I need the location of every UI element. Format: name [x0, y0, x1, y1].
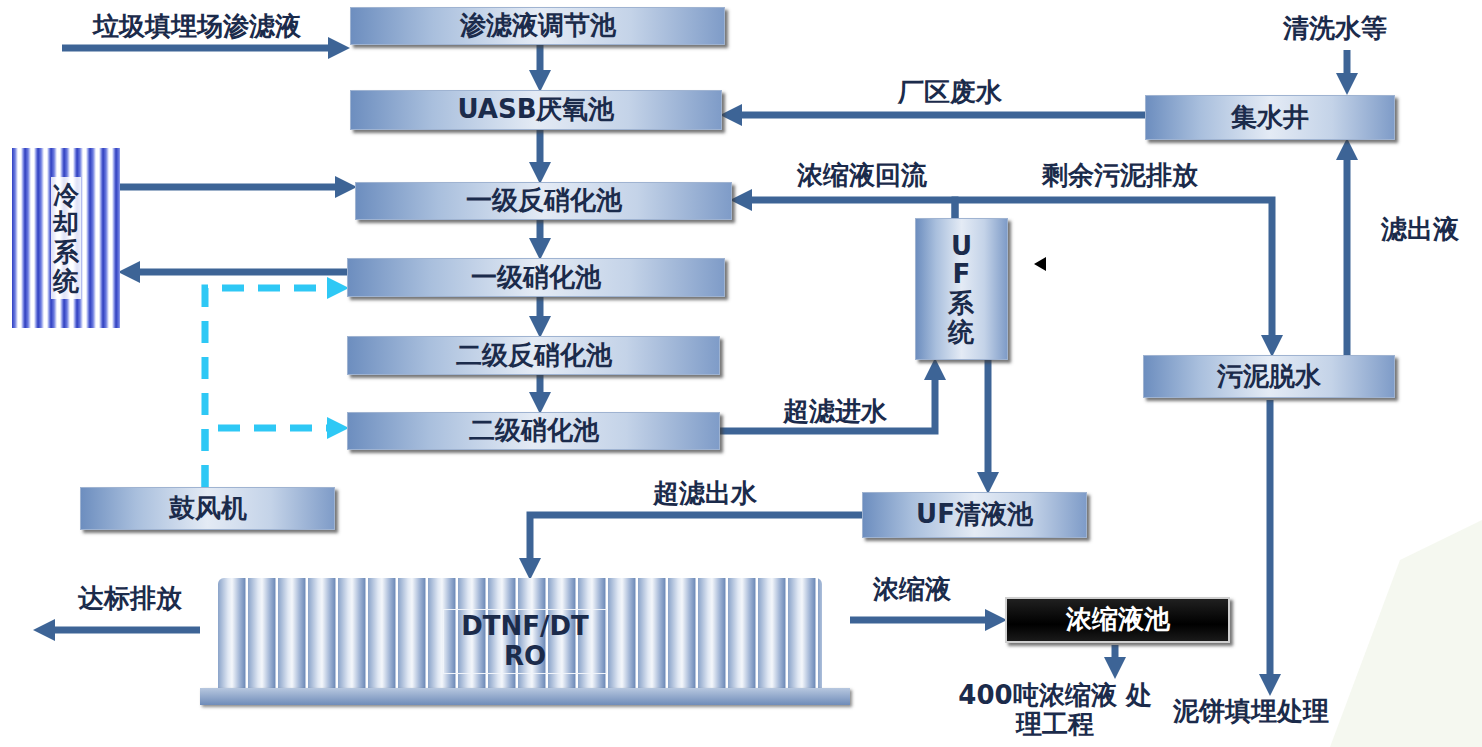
flow-label: 浓缩液 — [871, 575, 953, 605]
node-label: 渗滤液调节池 — [460, 11, 616, 41]
node-label: 一级硝化池 — [471, 263, 601, 293]
node-label: 鼓风机 — [169, 494, 247, 524]
tank-box: 一级硝化池 — [347, 258, 725, 297]
membrane-unit: DTNF/DT RO — [200, 578, 850, 705]
node-label: UF清液池 — [916, 500, 1033, 530]
tank-box: 二级硝化池 — [347, 412, 720, 450]
node-label: 污泥脱水 — [1217, 362, 1321, 392]
flow-line — [537, 375, 544, 400]
flow-note: 清洗水等 — [1283, 14, 1387, 44]
membrane-base — [200, 688, 850, 705]
uf-system: UF系统 — [915, 218, 1008, 360]
collection-well: 集水井 — [1145, 95, 1395, 140]
flow-line — [537, 45, 544, 78]
flow-label: 超滤出水 — [651, 479, 759, 509]
dewatering-box: 污泥脱水 — [1143, 355, 1395, 398]
tank-box: 一级反硝化池 — [355, 182, 732, 220]
blower-box: 鼓风机 — [80, 487, 335, 530]
flow-line — [734, 112, 1145, 119]
tank-box: UF清液池 — [862, 492, 1087, 538]
pointer-mark — [1034, 257, 1046, 271]
inflow-arrow — [1344, 50, 1351, 81]
flow-line — [985, 360, 992, 480]
concentrate-tank: 浓缩液池 — [1005, 597, 1230, 643]
inflow-arrow — [62, 45, 336, 52]
flow-note: 达标排放 — [78, 584, 182, 614]
flow-label: 超滤进水 — [781, 397, 889, 427]
flow-label: 厂区废水 — [896, 78, 1004, 108]
flow-line — [850, 617, 993, 624]
flow-label: 剩余污泥排放 — [1040, 161, 1200, 191]
flow-line — [530, 515, 862, 566]
node-label: 二级硝化池 — [469, 416, 599, 446]
node-label: 浓缩液池 — [1066, 605, 1170, 635]
air-line — [205, 288, 335, 487]
flow-label: 滤出液 — [1379, 215, 1461, 245]
flow-note: 垃圾填埋场渗滤液 — [93, 12, 301, 42]
flow-line — [537, 220, 544, 246]
flow-line — [537, 130, 544, 170]
background-shape — [1330, 520, 1482, 747]
flow-line — [744, 200, 955, 218]
flow-line — [537, 297, 544, 324]
node-label: 一级反硝化池 — [466, 186, 622, 216]
flow-note: 泥饼填埋处理 — [1173, 697, 1329, 727]
node-label: 集水井 — [1231, 103, 1309, 133]
node-label: 二级反硝化池 — [456, 341, 612, 371]
tank-box: UASB厌氧池 — [350, 90, 722, 130]
outflow-arrow — [1112, 645, 1119, 665]
node-label: DTNF/DT RO — [443, 609, 607, 675]
flow-line — [120, 184, 343, 191]
flow-line — [132, 269, 347, 276]
flow-line — [720, 372, 935, 431]
outflow-arrow — [47, 627, 200, 634]
flow-note: 400吨浓缩液 处理工程 — [955, 681, 1155, 738]
flow-line — [1344, 152, 1351, 355]
node-label: UF系统 — [943, 232, 979, 346]
node-label: UASB厌氧池 — [458, 95, 615, 125]
outflow-arrow — [1267, 400, 1274, 682]
tank-box: 二级反硝化池 — [347, 336, 720, 375]
node-label: 冷却系统 — [51, 177, 81, 299]
cooling-system: 冷却系统 — [12, 148, 120, 328]
flow-label: 浓缩液回流 — [795, 161, 929, 191]
air-line — [205, 428, 335, 487]
tank-box: 渗滤液调节池 — [350, 7, 725, 45]
